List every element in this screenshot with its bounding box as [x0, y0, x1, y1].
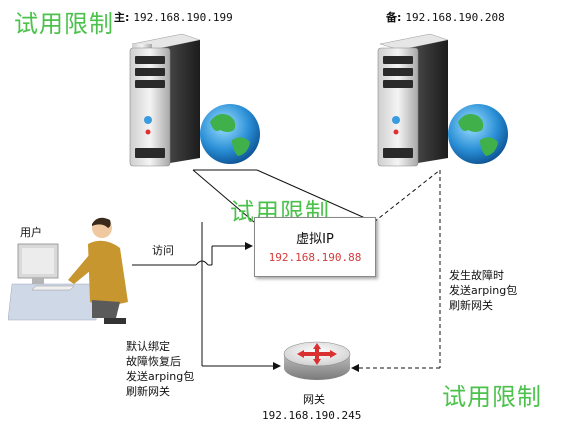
user-at-computer-icon [8, 217, 128, 324]
primary-prefix: 主: [114, 11, 130, 24]
virtual-ip-box: 虚拟IP 192.168.190.88 [254, 217, 376, 277]
failover-note: 发生故障时 发送arping包 刷新网关 [449, 269, 518, 312]
default-binding-note: 默认绑定 故障恢复后 发送arping包 刷新网关 [126, 340, 195, 398]
backup-prefix: 备: [386, 11, 402, 24]
watermark: 试用限制 [14, 10, 114, 38]
backup-server-icon [377, 33, 508, 167]
primary-funnel-right [256, 169, 375, 223]
primary-server-icon [129, 33, 260, 167]
gateway-ip: 192.168.190.245 [262, 409, 362, 422]
backup-ip: 192.168.190.208 [405, 11, 505, 24]
user-label: 用户 [20, 226, 42, 239]
watermark: 试用限制 [442, 383, 542, 411]
backup-server-label: 备:192.168.190.208 [386, 6, 505, 25]
primary-server-label: 主:192.168.190.199 [114, 6, 233, 25]
access-label: 访问 [152, 244, 174, 257]
primary-ip: 192.168.190.199 [133, 11, 233, 24]
backup-dashed-link [373, 169, 441, 223]
primary-funnel-left [192, 169, 255, 223]
virtual-ip-title: 虚拟IP [296, 232, 334, 247]
gateway-router-icon [283, 341, 351, 380]
gateway-label: 网关 [303, 393, 325, 406]
virtual-ip-address: 192.168.190.88 [268, 251, 362, 264]
